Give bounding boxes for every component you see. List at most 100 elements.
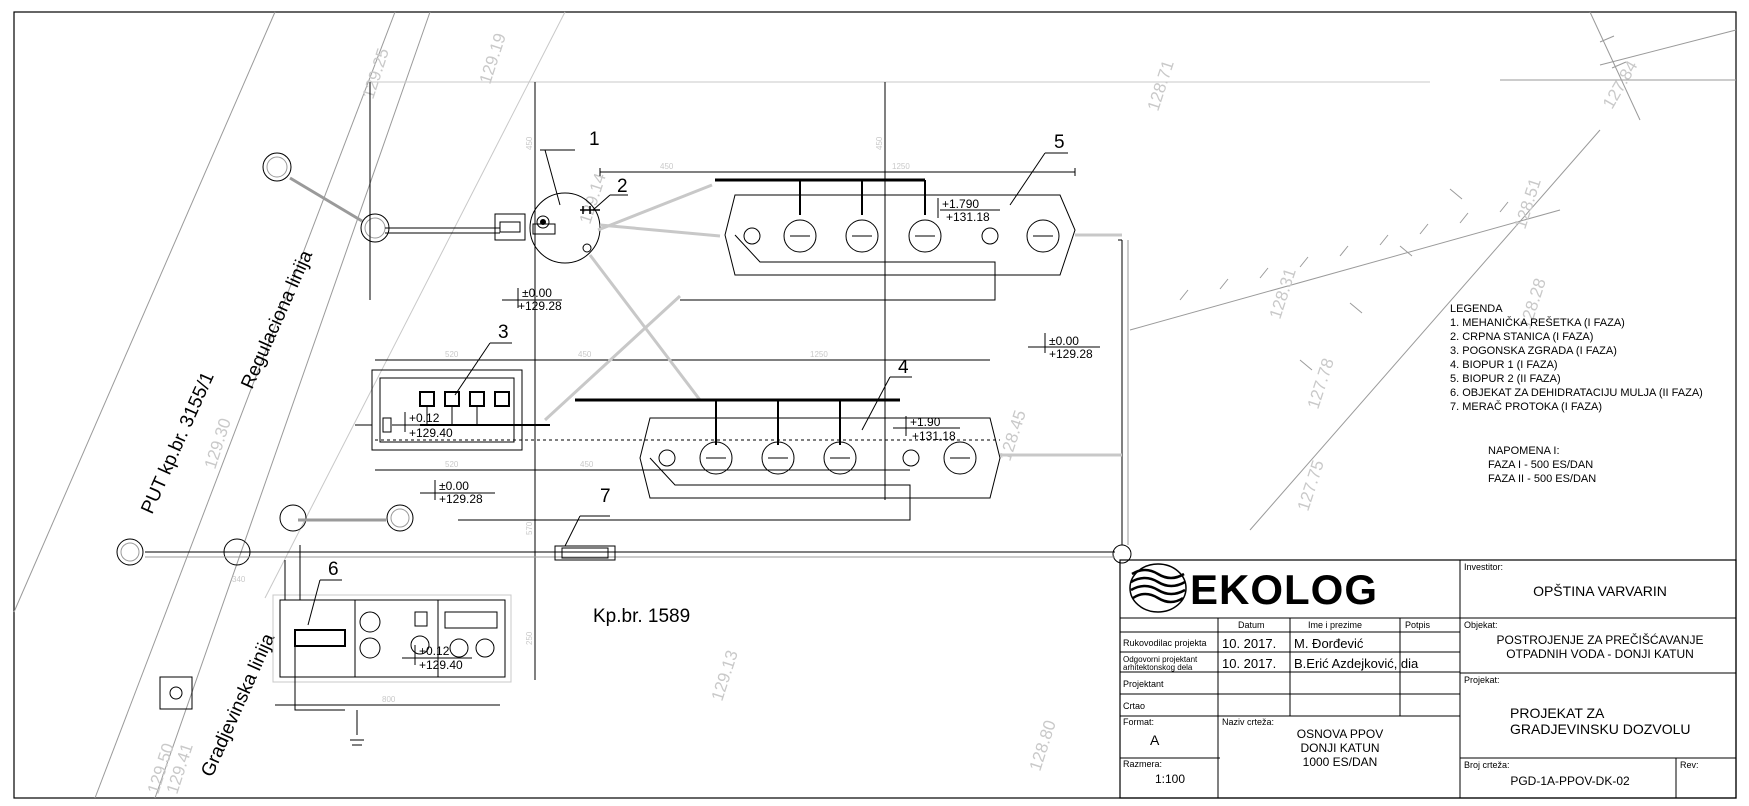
- level-relative: ±0.00: [522, 286, 552, 300]
- screen-and-pump-station: [385, 149, 721, 401]
- projekat-line: GRADJEVINSKU DOZVOLU: [1510, 721, 1690, 737]
- dimension-text: 520: [445, 350, 459, 359]
- road-label: PUT kp.br. 3155/1: [137, 369, 218, 517]
- role-label: arhitektonskog dela: [1123, 663, 1193, 672]
- projekat-line: PROJEKAT ZA: [1510, 705, 1605, 721]
- legend: LEGENDA 1. MEHANIČKA REŠETKA (I FAZA) 2.…: [1450, 303, 1703, 485]
- legend-item: 5. BIOPUR 2 (II FAZA): [1450, 373, 1561, 385]
- legend-item: 7. MERAČ PROTOKA (I FAZA): [1450, 400, 1602, 413]
- contour-label: 128.71: [1144, 58, 1178, 113]
- dimension-text: 450: [875, 136, 884, 150]
- role-label: Crtao: [1123, 701, 1145, 711]
- role-label: Projektant: [1123, 679, 1164, 689]
- logo-text: EKOLOG: [1190, 566, 1378, 613]
- level-absolute: +129.28: [518, 299, 562, 313]
- flow-meter: [554, 515, 616, 561]
- contour-label: 128.31: [1266, 266, 1300, 321]
- contour-label: 127.84: [1599, 57, 1641, 112]
- rev-label: Rev:: [1680, 760, 1699, 770]
- note-line: FAZA II - 500 ES/DAN: [1488, 473, 1596, 485]
- row-date: 10. 2017.: [1222, 656, 1276, 671]
- level-absolute: +131.18: [946, 210, 990, 224]
- row-name: B.Erić Azdejković, dia: [1294, 656, 1419, 671]
- row-name: M. Đorđević: [1294, 636, 1364, 651]
- dimension-text: 1250: [892, 162, 910, 171]
- investitor-label: Investitor:: [1464, 562, 1503, 572]
- title-block: EKOLOG Datum Ime i prezime Potpis Rukovo…: [1119, 559, 1737, 799]
- contour-label: 128.80: [1026, 718, 1060, 773]
- dimension-text: 450: [660, 162, 674, 171]
- note-title: NAPOMENA I:: [1488, 445, 1560, 457]
- terrain-lines: [13, 11, 1737, 799]
- dimension-text: 570: [525, 521, 534, 535]
- level-relative: ±0.00: [439, 479, 469, 493]
- format-value: A: [1150, 732, 1160, 748]
- level-markers: +1.790 +131.18 ±0.00 +129.28 ±0.00 +129.…: [392, 197, 1100, 672]
- objekat-line: OTPADNIH VODA - DONJI KATUN: [1506, 647, 1694, 661]
- dimension-text: 450: [578, 350, 592, 359]
- level-absolute: +129.28: [1049, 347, 1093, 361]
- level-relative: +0.12: [419, 644, 450, 658]
- dimension-text: 340: [232, 575, 246, 584]
- item-number-1: 1: [589, 129, 600, 150]
- drawing-frame: [13, 11, 1737, 799]
- contour-label: 128.51: [1511, 176, 1545, 231]
- item-number-2: 2: [617, 176, 628, 197]
- investitor-value: OPŠTINA VARVARIN: [1533, 583, 1667, 599]
- level-absolute: +129.40: [419, 658, 463, 672]
- item-number-5: 5: [1054, 132, 1065, 153]
- construction-line-label: Gradjevinska linija: [197, 630, 279, 780]
- contour-label: 129.13: [708, 648, 742, 703]
- naziv-line: DONJI KATUN: [1300, 741, 1379, 755]
- item-numbers: 1 2 3 4 5 6 7: [307, 129, 1068, 626]
- legend-item: 6. OBJEKAT ZA DEHIDRATACIJU MULJA (II FA…: [1450, 387, 1703, 399]
- naziv-label: Naziv crteža:: [1222, 717, 1274, 727]
- role-label: Odgovorni projektant: [1123, 655, 1198, 664]
- row-date: 10. 2017.: [1222, 636, 1276, 651]
- legend-item: 1. MEHANIČKA REŠETKA (I FAZA): [1450, 316, 1625, 329]
- objekat-line: POSTROJENJE ZA PREČIŠĆAVANJE: [1497, 632, 1704, 647]
- site-axes: [145, 82, 1129, 680]
- contour-labels: 129.25 129.19 128.71 129.30 129.13 128.8…: [144, 31, 1642, 796]
- razmera-value: 1:100: [1155, 772, 1185, 786]
- dimension-text: 450: [525, 136, 534, 150]
- broj-label: Broj crteža:: [1464, 760, 1510, 770]
- level-relative: ±0.00: [1049, 334, 1079, 348]
- dimension-text: 250: [525, 631, 534, 645]
- contour-label: 129.14: [576, 171, 610, 226]
- item-number-7: 7: [600, 486, 611, 507]
- regulation-line-label: Regulaciona linija: [237, 247, 317, 392]
- legend-title: LEGENDA: [1450, 303, 1503, 315]
- note-line: FAZA I - 500 ES/DAN: [1488, 459, 1593, 471]
- contour-label: 127.75: [1294, 458, 1328, 513]
- legend-item: 4. BIOPUR 1 (I FAZA): [1450, 359, 1558, 371]
- legend-item: 2. CRPNA STANICA (I FAZA): [1450, 331, 1593, 343]
- col-header-ime: Ime i prezime: [1308, 620, 1362, 630]
- parcel-label: Kp.br. 1589: [593, 606, 690, 627]
- legend-item: 3. POGONSKA ZGRADA (I FAZA): [1450, 345, 1617, 357]
- col-header-datum: Datum: [1238, 620, 1265, 630]
- projekat-label: Projekat:: [1464, 675, 1500, 685]
- razmera-label: Razmera:: [1123, 759, 1162, 769]
- item-number-4: 4: [898, 357, 909, 378]
- dimension-text: 450: [580, 460, 594, 469]
- dimension-text: 1250: [810, 350, 828, 359]
- broj-value: PGD-1A-PPOV-DK-02: [1510, 774, 1630, 788]
- ekolog-logo: EKOLOG: [1129, 563, 1378, 613]
- level-relative: +0.12: [409, 411, 440, 425]
- contour-label: 127.78: [1304, 356, 1338, 411]
- sludge-dewatering-building: [159, 545, 512, 746]
- level-absolute: +129.28: [439, 492, 483, 506]
- level-relative: +1.790: [942, 197, 979, 211]
- level-absolute: +129.40: [409, 426, 453, 440]
- biopur-2-tank: [680, 178, 1122, 301]
- contour-label: 129.19: [476, 31, 510, 86]
- level-absolute: +131.18: [912, 429, 956, 443]
- dimension-text: 520: [445, 460, 459, 469]
- objekat-label: Objekat:: [1464, 620, 1498, 630]
- col-header-potpis: Potpis: [1405, 620, 1431, 630]
- naziv-line: OSNOVA PPOV: [1297, 727, 1383, 741]
- item-number-3: 3: [498, 322, 509, 343]
- level-relative: +1.90: [910, 415, 941, 429]
